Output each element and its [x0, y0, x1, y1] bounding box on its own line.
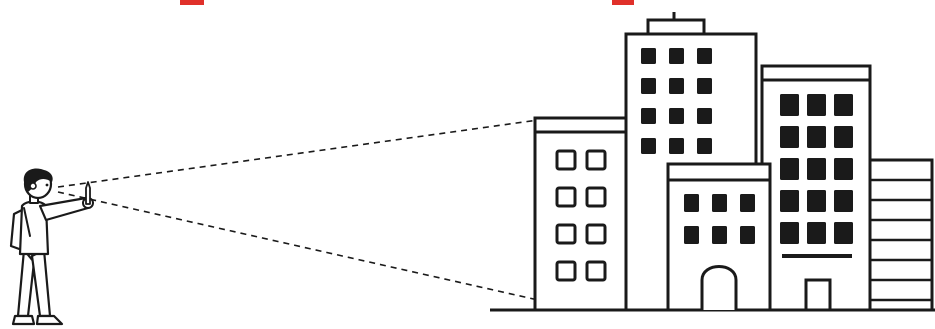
pencil-icon [86, 182, 90, 204]
window [712, 226, 727, 244]
accent-mark-right [612, 0, 634, 5]
window [780, 94, 799, 116]
sight-lines [58, 120, 538, 300]
building-middle-arch-door [702, 267, 736, 311]
window [669, 108, 684, 124]
window [834, 94, 853, 116]
window [807, 190, 826, 212]
sight-line-top [58, 120, 538, 187]
window [834, 158, 853, 180]
window [807, 126, 826, 148]
window [807, 158, 826, 180]
window [641, 48, 656, 64]
window [641, 138, 656, 154]
window [834, 126, 853, 148]
building-right-door [806, 280, 830, 310]
window [641, 78, 656, 94]
building-far-right [870, 160, 932, 310]
window [780, 222, 799, 244]
right-leg [32, 250, 50, 316]
right-shoe [37, 316, 62, 324]
window [712, 194, 727, 212]
window [834, 190, 853, 212]
window [740, 194, 755, 212]
person-figure [11, 169, 93, 325]
building-left [535, 118, 630, 310]
city-buildings [535, 12, 932, 310]
sight-line-bottom [58, 192, 538, 300]
outstretched-arm [40, 198, 88, 220]
left-shoe [13, 316, 34, 324]
window [807, 222, 826, 244]
window [641, 108, 656, 124]
window [697, 78, 712, 94]
window [684, 226, 699, 244]
window [780, 158, 799, 180]
window [669, 48, 684, 64]
window [740, 226, 755, 244]
window [669, 78, 684, 94]
ear [30, 183, 36, 189]
building-middle [668, 164, 770, 310]
window [669, 138, 684, 154]
window [697, 138, 712, 154]
window [684, 194, 699, 212]
window [807, 94, 826, 116]
window [834, 222, 853, 244]
window [697, 48, 712, 64]
window [780, 190, 799, 212]
window [697, 108, 712, 124]
eye [46, 184, 49, 187]
window [780, 126, 799, 148]
accent-mark-left [180, 0, 204, 5]
building-right [762, 66, 870, 310]
